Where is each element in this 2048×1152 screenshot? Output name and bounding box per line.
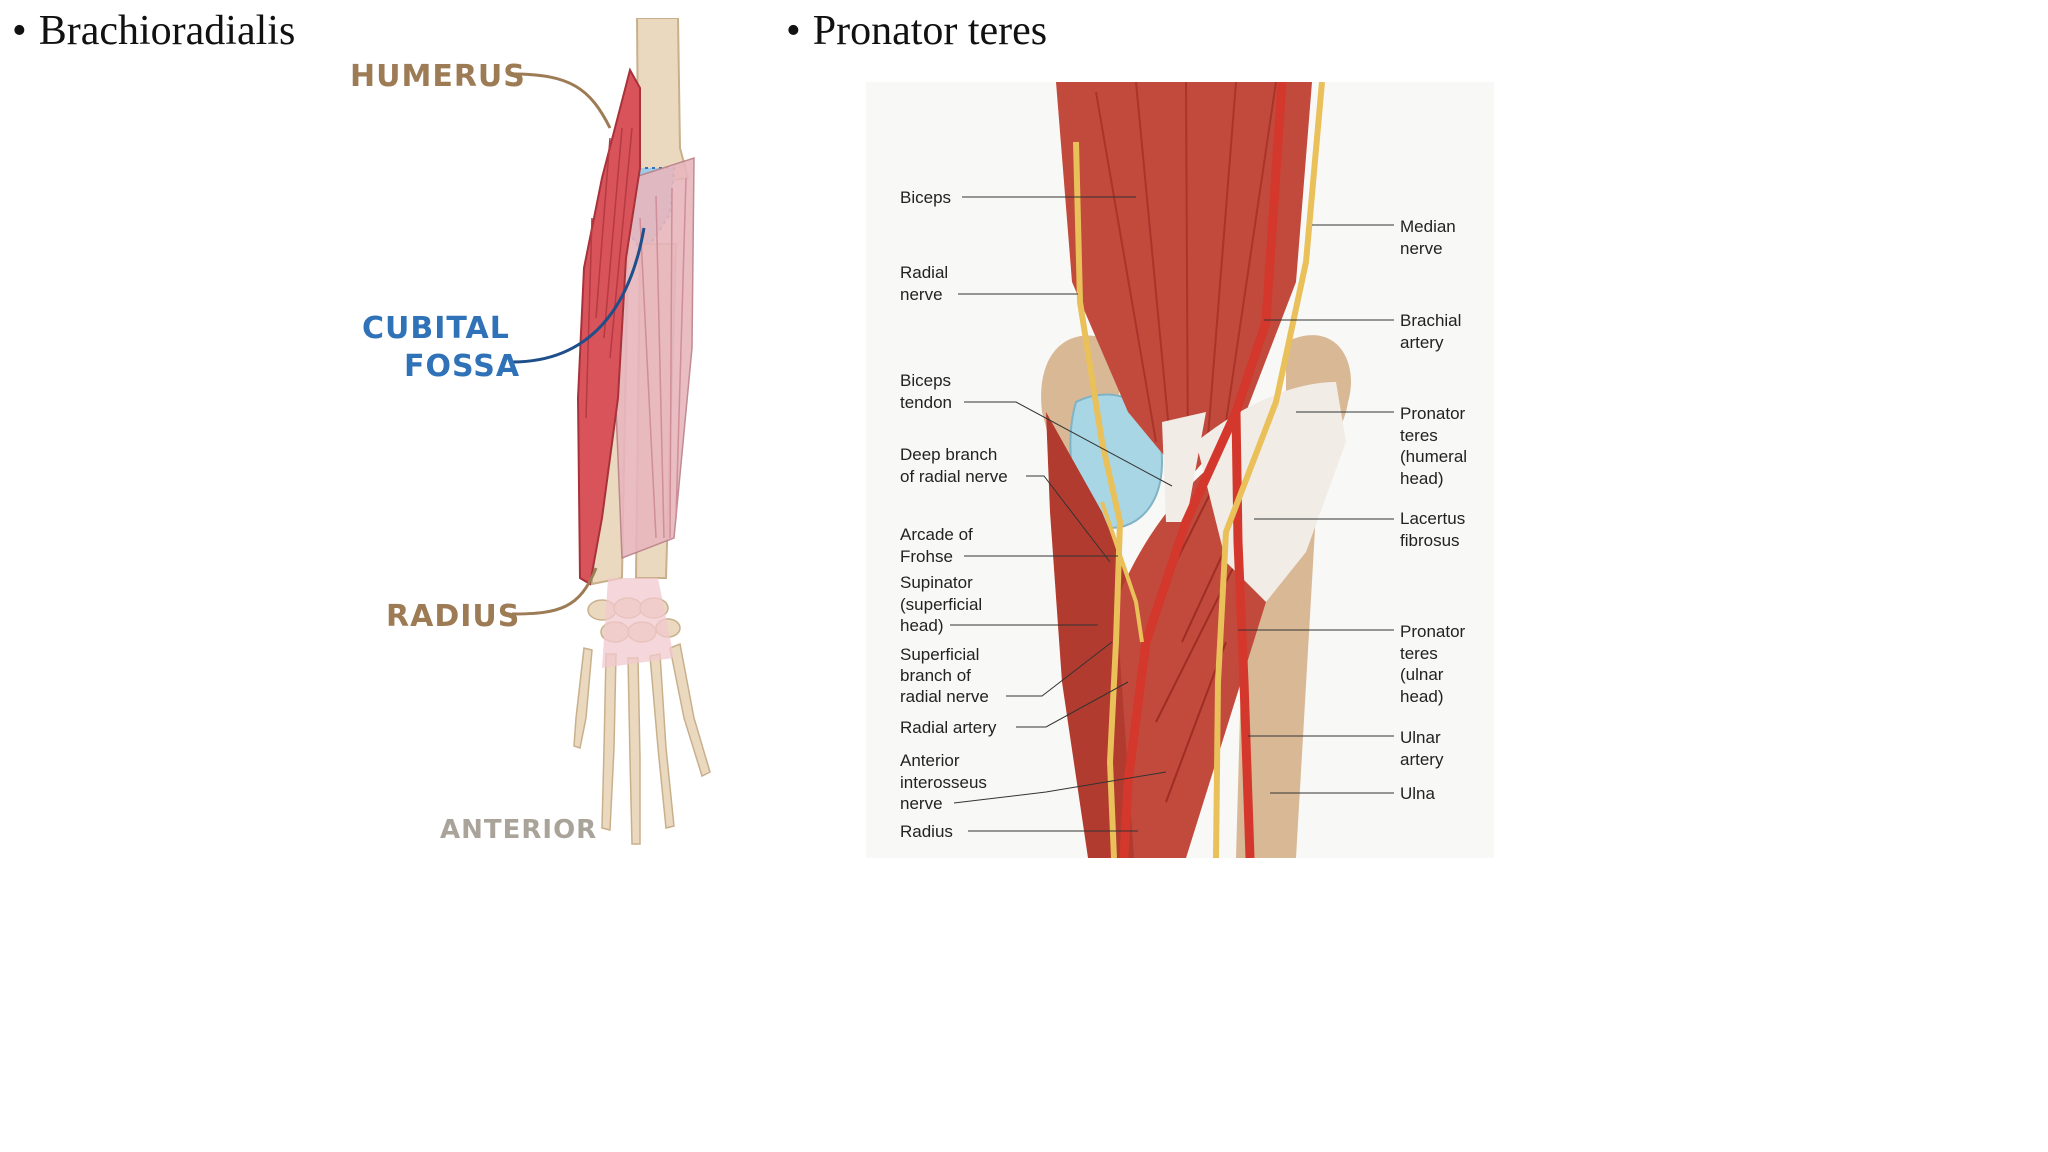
palmar-tendons xyxy=(602,578,674,668)
label-supinator-2: (superficial xyxy=(900,595,982,614)
label-superficial-branch-2: branch of xyxy=(900,666,971,685)
brachioradialis-muscle xyxy=(576,67,641,586)
label-brachial-artery-1: Brachial xyxy=(1400,311,1461,330)
label-pronator-ulnar-4: head) xyxy=(1400,687,1443,706)
label-ulna: Ulna xyxy=(1400,784,1436,803)
forearm-illustration: HUMERUS CUBITAL FOSSA RADIUS ANTERIOR xyxy=(340,17,750,878)
label-supinator-1: Supinator xyxy=(900,573,973,592)
radial-nerve xyxy=(1073,141,1124,859)
label-arcade-2: Frohse xyxy=(900,547,953,566)
humerus-leader-line xyxy=(511,72,612,129)
bullet-text: Pronator teres xyxy=(812,8,1048,54)
deep-branch-radial-nerve xyxy=(1100,501,1144,643)
label-lacertus-1: Lacertus xyxy=(1400,509,1465,528)
label-pronator-humeral-3: (humeral xyxy=(1400,447,1467,466)
label-deep-branch-1: Deep branch xyxy=(900,445,997,464)
label-brachial-artery-2: artery xyxy=(1400,333,1444,352)
label-biceps-tendon-1: Biceps xyxy=(900,371,951,390)
label-anterior-interosseus-1: Anterior xyxy=(900,751,960,770)
cubital-fossa-leader-line xyxy=(511,227,646,364)
superficial-branch-leader xyxy=(1006,641,1113,697)
label-radius: Radius xyxy=(900,822,953,841)
bullet-glyph: • xyxy=(12,8,27,54)
cubital-label-line2: FOSSA xyxy=(404,349,520,384)
label-pronator-humeral-4: head) xyxy=(1400,469,1443,488)
label-median-nerve-1: Median xyxy=(1400,217,1456,236)
biceps-fibres xyxy=(1095,81,1277,473)
label-deep-branch-2: of radial nerve xyxy=(900,467,1008,486)
radius-label: RADIUS xyxy=(386,599,520,634)
label-pronator-ulnar-1: Pronator xyxy=(1400,622,1466,641)
elbow-svg: Biceps Radial nerve Biceps tendon Deep b… xyxy=(900,81,1467,859)
label-pronator-humeral-2: teres xyxy=(1400,426,1438,445)
label-biceps: Biceps xyxy=(900,188,951,207)
label-radial-nerve-1: Radial xyxy=(900,263,948,282)
radial-artery-leader xyxy=(1016,681,1129,728)
ulnar-artery xyxy=(1231,411,1255,859)
elbow-illustration: Biceps Radial nerve Biceps tendon Deep b… xyxy=(866,81,1494,859)
bullet-pronator-teres: •Pronator teres xyxy=(786,10,1047,52)
radius-leader-line xyxy=(511,567,598,616)
label-supinator-3: head) xyxy=(900,616,943,635)
radial-artery xyxy=(1119,81,1287,859)
bullet-brachioradialis: •Brachioradialis xyxy=(12,10,295,52)
label-superficial-branch-3: radial nerve xyxy=(900,687,989,706)
label-arcade-1: Arcade of xyxy=(900,525,973,544)
anterior-interosseus-leader xyxy=(953,771,1167,804)
flexor-fibres xyxy=(639,177,687,539)
forearm-svg: HUMERUS CUBITAL FOSSA RADIUS ANTERIOR xyxy=(350,17,711,845)
label-superficial-branch-1: Superficial xyxy=(900,645,979,664)
label-anterior-interosseus-2: interosseus xyxy=(900,773,987,792)
label-pronator-humeral-1: Pronator xyxy=(1400,404,1466,423)
label-pronator-ulnar-3: (ulnar xyxy=(1400,665,1444,684)
bullet-text: Brachioradialis xyxy=(38,8,296,54)
label-radial-artery: Radial artery xyxy=(900,718,997,737)
biceps-tendon xyxy=(1162,412,1206,522)
pronator-fibres xyxy=(1155,461,1257,803)
label-biceps-tendon-2: tendon xyxy=(900,393,952,412)
median-nerve xyxy=(1213,81,1325,859)
label-ulnar-artery-2: artery xyxy=(1400,750,1444,769)
anterior-view-label: ANTERIOR xyxy=(440,815,597,845)
label-ulnar-artery-1: Ulnar xyxy=(1400,728,1441,747)
label-anterior-interosseus-3: nerve xyxy=(900,794,943,813)
brachioradialis-fibres xyxy=(585,127,633,419)
cubital-label-line1: CUBITAL xyxy=(362,311,510,346)
biceps-tendon-leader xyxy=(964,401,1173,487)
label-radial-nerve-2: nerve xyxy=(900,285,943,304)
label-median-nerve-2: nerve xyxy=(1400,239,1443,258)
deep-branch-leader xyxy=(1026,475,1111,563)
bullet-glyph: • xyxy=(786,8,801,54)
humerus-label: HUMERUS xyxy=(350,59,526,94)
label-lacertus-2: fibrosus xyxy=(1400,531,1460,550)
label-pronator-ulnar-2: teres xyxy=(1400,644,1438,663)
finger-bones xyxy=(573,642,711,845)
